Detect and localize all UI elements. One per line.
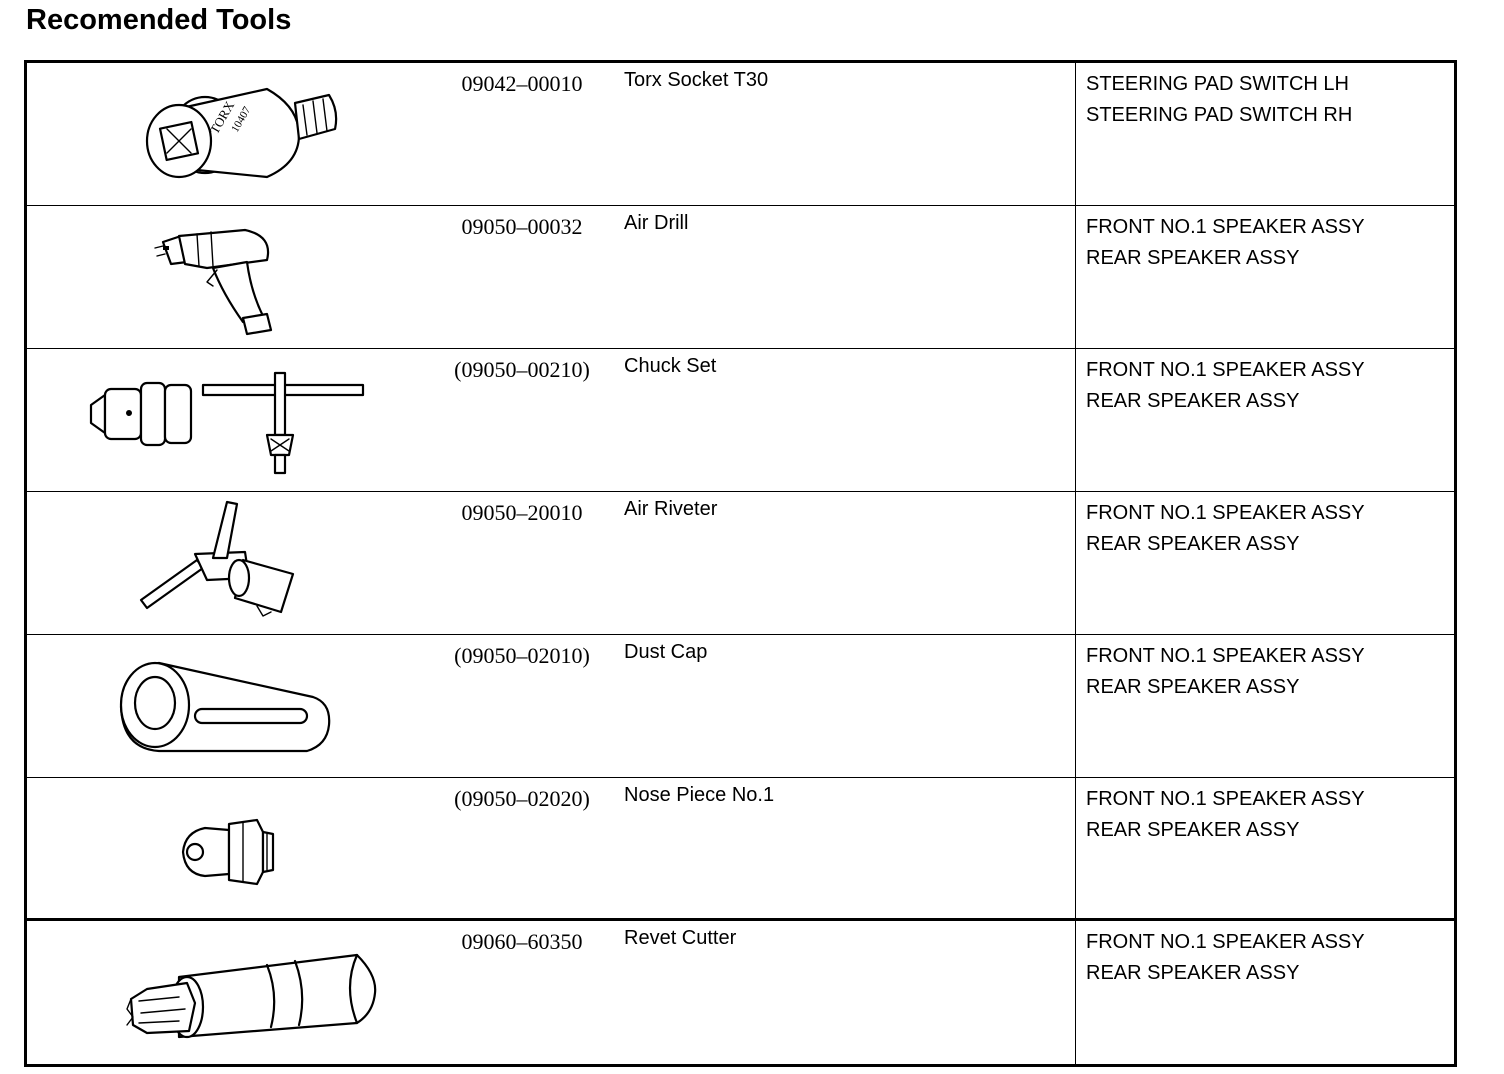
nose-piece-icon xyxy=(67,784,387,914)
applies-to-list: FRONT NO.1 SPEAKER ASSY REAR SPEAKER ASS… xyxy=(1086,927,1365,989)
applies-to-item: FRONT NO.1 SPEAKER ASSY xyxy=(1086,788,1365,810)
column-divider xyxy=(1075,206,1076,348)
applies-to-item: FRONT NO.1 SPEAKER ASSY xyxy=(1086,216,1365,238)
column-divider xyxy=(1075,921,1076,1064)
applies-to-item: REAR SPEAKER ASSY xyxy=(1086,819,1300,841)
air-drill-icon xyxy=(67,212,387,342)
applies-to-item: FRONT NO.1 SPEAKER ASSY xyxy=(1086,359,1365,381)
applies-to-list: FRONT NO.1 SPEAKER ASSY REAR SPEAKER ASS… xyxy=(1086,784,1365,846)
column-divider xyxy=(1075,492,1076,634)
applies-to-list: FRONT NO.1 SPEAKER ASSY REAR SPEAKER ASS… xyxy=(1086,355,1365,417)
applies-to-item: STEERING PAD SWITCH LH xyxy=(1086,73,1349,95)
applies-to-item: STEERING PAD SWITCH RH xyxy=(1086,104,1353,126)
part-number: 09050–20010 xyxy=(461,500,583,525)
tools-table: TORX 10407 09042–00010 Torx Socket T30 S… xyxy=(24,60,1457,1067)
applies-to-item: FRONT NO.1 SPEAKER ASSY xyxy=(1086,645,1365,667)
column-divider xyxy=(1075,63,1076,205)
page-title: Recomended Tools xyxy=(26,4,292,36)
part-number: 09042–00010 xyxy=(461,71,583,96)
part-number: (09050–02010) xyxy=(454,643,590,668)
tool-row: (09050–00210) Chuck Set FRONT NO.1 SPEAK… xyxy=(27,349,1454,492)
rivet-cutter-icon xyxy=(67,927,387,1057)
tool-name: Revet Cutter xyxy=(624,927,737,949)
applies-to-item: FRONT NO.1 SPEAKER ASSY xyxy=(1086,502,1365,524)
tool-row: 09050–20010 Air Riveter FRONT NO.1 SPEAK… xyxy=(27,492,1454,635)
tool-name: Dust Cap xyxy=(624,641,708,663)
tool-name: Chuck Set xyxy=(624,355,717,377)
part-number: 09050–00032 xyxy=(461,214,583,239)
chuck-set-icon xyxy=(67,355,387,485)
applies-to-item: REAR SPEAKER ASSY xyxy=(1086,533,1300,555)
applies-to-item: REAR SPEAKER ASSY xyxy=(1086,247,1300,269)
tool-name: Air Riveter xyxy=(624,498,718,520)
tool-row: 09050–00032 Air Drill FRONT NO.1 SPEAKER… xyxy=(27,206,1454,349)
applies-to-item: REAR SPEAKER ASSY xyxy=(1086,390,1300,412)
part-number: (09050–02020) xyxy=(454,786,590,811)
applies-to-list: FRONT NO.1 SPEAKER ASSY REAR SPEAKER ASS… xyxy=(1086,498,1365,560)
applies-to-item: REAR SPEAKER ASSY xyxy=(1086,962,1300,984)
applies-to-list: STEERING PAD SWITCH LH STEERING PAD SWIT… xyxy=(1086,69,1352,131)
column-divider xyxy=(1075,635,1076,777)
column-divider xyxy=(1075,778,1076,918)
tool-row: TORX 10407 09042–00010 Torx Socket T30 S… xyxy=(27,63,1454,206)
applies-to-list: FRONT NO.1 SPEAKER ASSY REAR SPEAKER ASS… xyxy=(1086,641,1365,703)
air-riveter-icon xyxy=(67,498,387,628)
tool-row: 09060–60350 Revet Cutter FRONT NO.1 SPEA… xyxy=(27,921,1454,1064)
tool-row: (09050–02010) Dust Cap FRONT NO.1 SPEAKE… xyxy=(27,635,1454,778)
torx-socket-icon: TORX 10407 xyxy=(67,69,387,199)
tool-row: (09050–02020) Nose Piece No.1 FRONT NO.1… xyxy=(27,778,1454,921)
tool-name: Air Drill xyxy=(624,212,689,234)
part-number: 09060–60350 xyxy=(461,929,583,954)
applies-to-list: FRONT NO.1 SPEAKER ASSY REAR SPEAKER ASS… xyxy=(1086,212,1365,274)
tool-name: Nose Piece No.1 xyxy=(624,784,775,806)
tool-name: Torx Socket T30 xyxy=(624,69,769,91)
applies-to-item: REAR SPEAKER ASSY xyxy=(1086,676,1300,698)
dust-cap-icon xyxy=(67,641,387,771)
applies-to-item: FRONT NO.1 SPEAKER ASSY xyxy=(1086,931,1365,953)
column-divider xyxy=(1075,349,1076,491)
part-number: (09050–00210) xyxy=(454,357,590,382)
